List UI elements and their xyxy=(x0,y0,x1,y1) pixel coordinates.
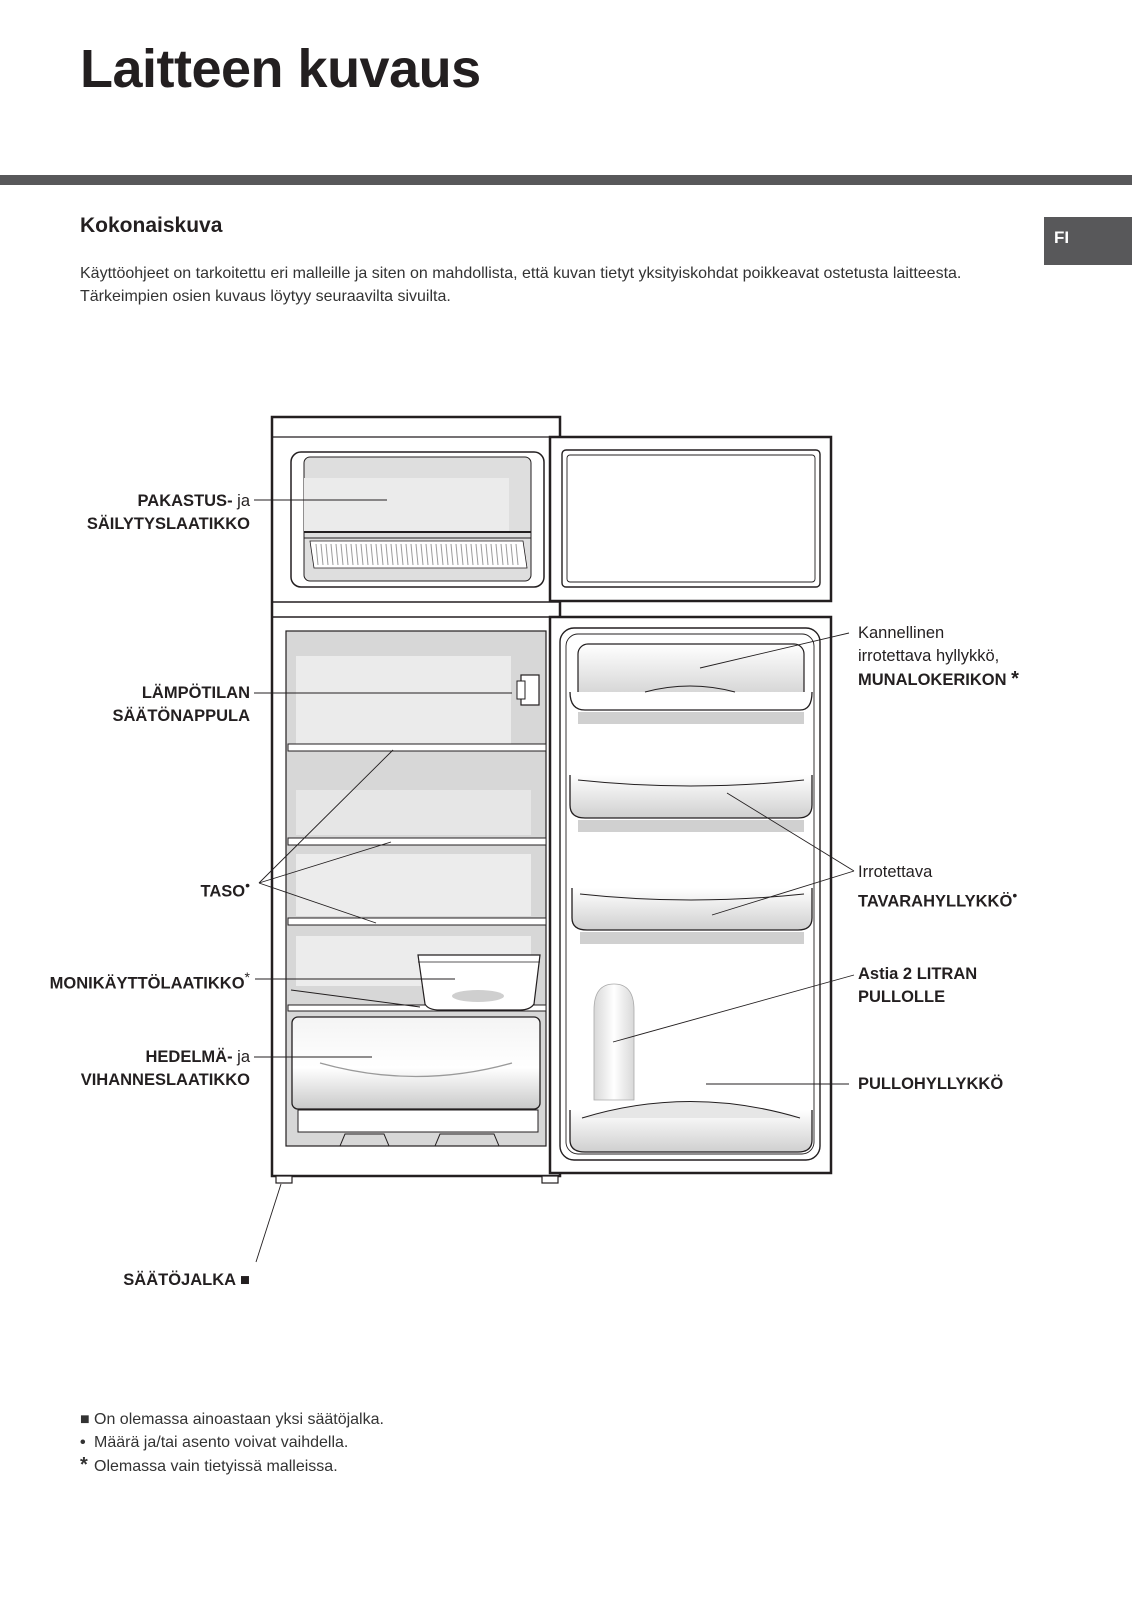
label-door-shelf: Irrotettava TAVARAHYLLYKKÖ• xyxy=(858,863,1018,911)
page-title: Laitteen kuvaus xyxy=(80,39,481,99)
language-tab: FI xyxy=(1044,217,1132,265)
fridge-door xyxy=(548,615,833,1175)
footnote: •Määrä ja/tai asento voivat vaihdella. xyxy=(80,1434,349,1451)
label-thermostat: LÄMPÖTILAN SÄÄTÖNAPPULA xyxy=(112,684,250,725)
label-shelf: TASO• xyxy=(200,877,250,901)
footnote: ■On olemassa ainoastaan yksi säätöjalka. xyxy=(80,1411,384,1428)
label-bottle-shelf: PULLOHYLLYKKÖ xyxy=(858,1075,1004,1093)
label-crisper-drawer: HEDELMÄ- ja VIHANNESLAATIKKO xyxy=(80,1048,250,1089)
fridge-cabinet xyxy=(270,415,562,1184)
leader-lines xyxy=(254,499,855,1263)
intro-paragraph: Käyttöohjeet on tarkoitettu eri malleill… xyxy=(80,265,962,305)
label-adjustable-foot: SÄÄTÖJALKA ■ xyxy=(123,1271,250,1289)
label-multipurpose-box: MONIKÄYTTÖLAATIKKO* xyxy=(49,969,250,993)
label-freezer-box: PAKASTUS- ja SÄILYTYSLAATIKKO xyxy=(86,492,250,533)
footnote: *Olemassa vain tietyissä malleissa. xyxy=(80,1454,338,1476)
label-bottle-holder: Astia 2 LITRAN PULLOLLE xyxy=(858,965,978,1006)
header-rule xyxy=(0,175,1132,185)
label-egg-shelf: Kannellinen irrotettava hyllykkö, MUNALO… xyxy=(858,624,1019,690)
freezer-door xyxy=(548,435,833,603)
footnotes: ■On olemassa ainoastaan yksi säätöjalka.… xyxy=(80,1408,384,1478)
section-title: Kokonaiskuva xyxy=(80,214,223,237)
